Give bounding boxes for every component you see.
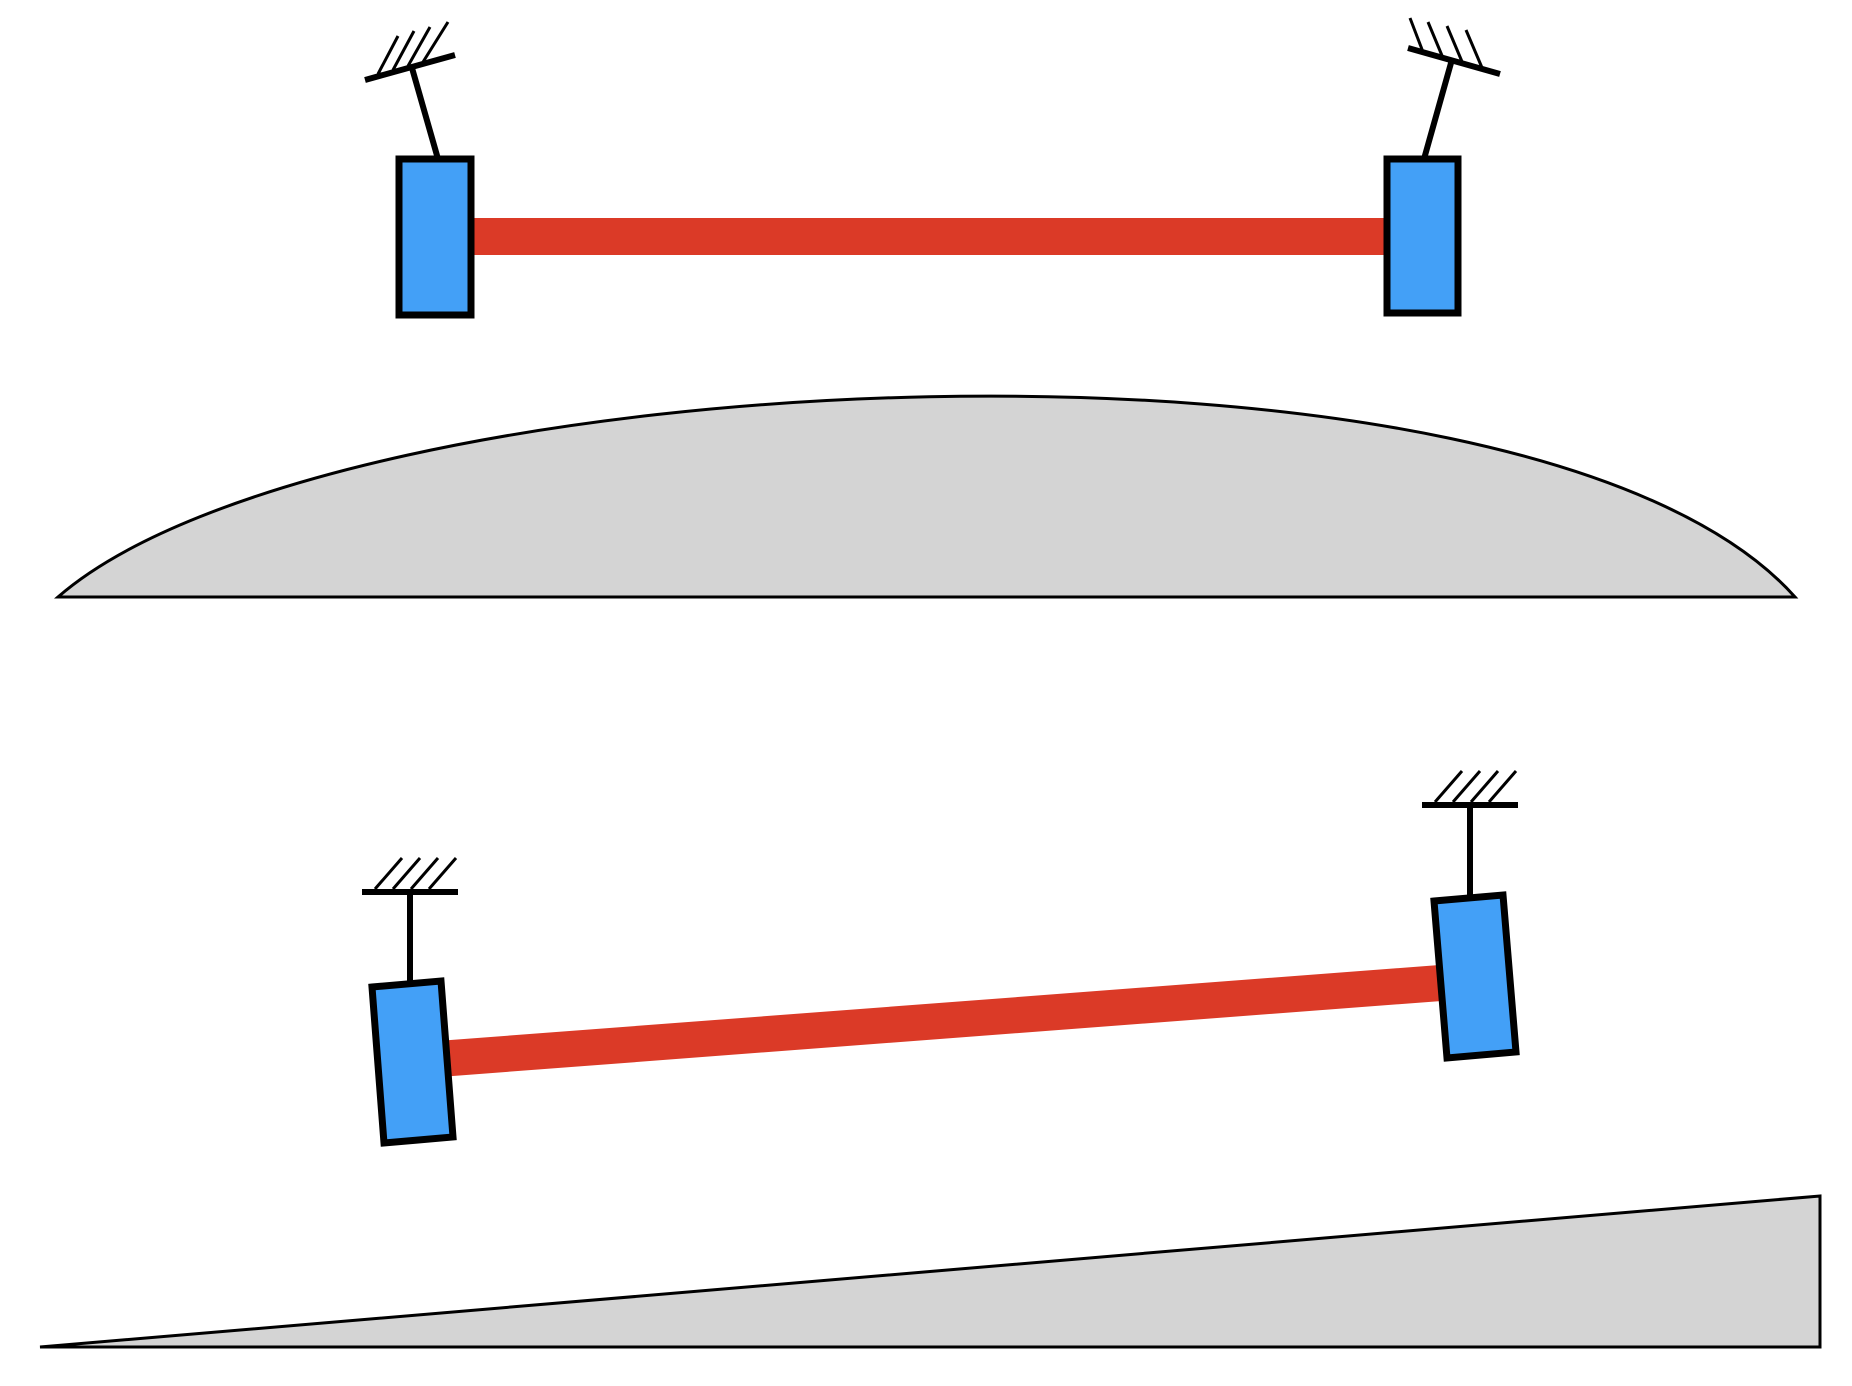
left-suspension-link [409,67,441,160]
right-wheel [1383,155,1462,317]
right-wheel-tilted [1430,891,1520,1062]
right-ground-mount-symbol [1407,17,1501,77]
axle-beam-tilted [410,962,1482,1079]
right-suspension-link [1421,62,1454,160]
bottom-panel [39,770,1822,1349]
left-ground-mount-symbol [364,21,456,83]
axle-beam [470,218,1387,255]
left-ground-mount-symbol [362,857,458,895]
top-panel [53,17,1799,599]
right-ground-mount-symbol [1422,770,1518,808]
left-wheel [395,155,475,319]
convex-ground [53,394,1799,599]
left-wheel-tilted [368,977,457,1147]
ramp-ground [39,1194,1822,1349]
